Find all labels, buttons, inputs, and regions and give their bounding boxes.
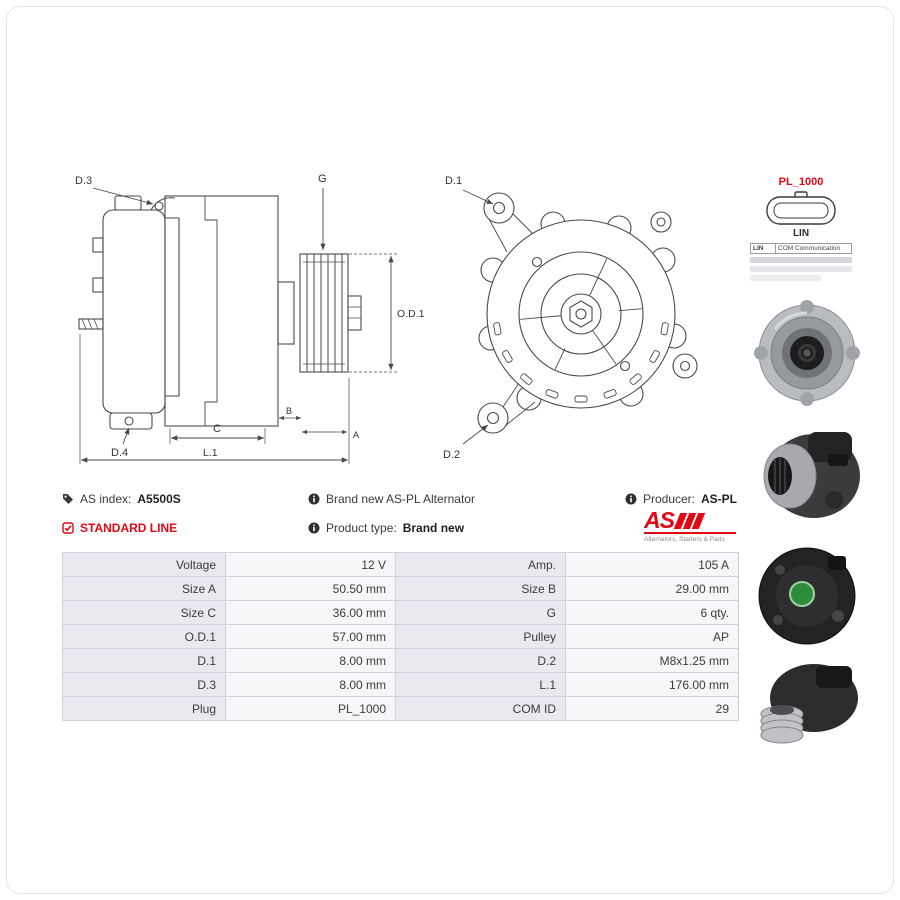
label-od1: O.D.1: [397, 308, 425, 320]
label-d1: D.1: [445, 175, 462, 187]
spec-label: D.1: [62, 648, 226, 673]
alternator-front-body: [477, 192, 698, 434]
label-c: C: [213, 423, 221, 435]
spec-value: PL_1000: [225, 696, 396, 721]
spec-label: Voltage: [62, 552, 226, 577]
table-row: Plug PL_1000 COM ID 29: [62, 696, 739, 721]
plug-grayed-row: [750, 275, 822, 281]
front-dimension-lines: [462, 189, 494, 445]
as-index-value: A5500S: [137, 492, 181, 506]
spec-label: L.1: [395, 672, 566, 697]
tag-icon: [62, 493, 74, 505]
as-index-label: AS index:: [80, 492, 132, 506]
standard-line: STANDARD LINE: [62, 521, 177, 535]
product-photo-1: [750, 294, 864, 417]
spec-value: 29.00 mm: [565, 576, 739, 601]
label-a: A: [353, 430, 359, 440]
logo-tagline: Alternators, Starters & Parts: [644, 536, 725, 543]
side-dimension-labels: D.3 G O.D.1 D.4 C B A L.1: [75, 173, 425, 459]
plug-pin-label: LIN: [792, 228, 810, 239]
info-icon: [308, 493, 320, 505]
side-view-diagram: D.3 G O.D.1 D.4 C B A L.1: [75, 173, 425, 464]
logo-underline: [644, 532, 736, 534]
label-d3: D.3: [75, 175, 92, 187]
as-pl-logo: AS Alternators, Starters & Parts: [644, 507, 740, 543]
spec-value: 8.00 mm: [225, 672, 396, 697]
spec-value: M8x1.25 mm: [565, 648, 739, 673]
logo-stripes-icon: [673, 513, 706, 529]
producer-value: AS-PL: [701, 492, 737, 506]
product-type-label: Product type:: [326, 521, 397, 535]
check-icon: [62, 522, 74, 534]
spec-value: 176.00 mm: [565, 672, 739, 697]
spec-label: D.2: [395, 648, 566, 673]
plug-pin-cell: LIN: [750, 243, 776, 254]
front-dimension-labels: D.1 D.2: [443, 175, 462, 461]
label-g: G: [318, 173, 327, 185]
plug-pin-row: LIN COM Communication: [750, 243, 852, 254]
info-icon: [625, 493, 637, 505]
logo-text: AS: [644, 507, 675, 533]
label-b: B: [286, 406, 292, 416]
spec-label: Size C: [62, 600, 226, 625]
plug-grayed-row: [750, 266, 852, 272]
spec-label: O.D.1: [62, 624, 226, 649]
producer: Producer: AS-PL: [625, 492, 737, 506]
spec-value: 105 A: [565, 552, 739, 577]
spec-value: 36.00 mm: [225, 600, 396, 625]
spec-value: 12 V: [225, 552, 396, 577]
spec-label: Size B: [395, 576, 566, 601]
table-row: Size A 50.50 mm Size B 29.00 mm: [62, 576, 739, 601]
front-view-diagram: D.1 D.2: [443, 175, 698, 461]
spec-label: Plug: [62, 696, 226, 721]
plug-connector-icon: [766, 191, 836, 225]
plug-desc-cell: COM Communication: [775, 243, 852, 254]
table-row: D.1 8.00 mm D.2 M8x1.25 mm: [62, 648, 739, 673]
table-row: O.D.1 57.00 mm Pulley AP: [62, 624, 739, 649]
label-l1: L.1: [203, 447, 218, 459]
spec-label: Size A: [62, 576, 226, 601]
spec-value: 50.50 mm: [225, 576, 396, 601]
product-type-value: Brand new: [402, 521, 465, 535]
spec-label: Amp.: [395, 552, 566, 577]
spec-table: Voltage 12 V Amp. 105 A Size A 50.50 mm …: [62, 552, 739, 721]
spec-value: 6 qty.: [565, 600, 739, 625]
brand-new-note: Brand new AS-PL Alternator: [308, 492, 475, 506]
spec-label: Pulley: [395, 624, 566, 649]
producer-label: Producer:: [642, 492, 695, 506]
info-icon: [308, 522, 320, 534]
product-photo-4: [750, 658, 864, 755]
brand-new-text: Brand new AS-PL Alternator: [326, 492, 475, 506]
standard-line-label: STANDARD LINE: [80, 521, 178, 535]
plug-pin-table: LIN COM Communication: [750, 243, 852, 254]
product-photo-2: [750, 416, 864, 539]
label-d2: D.2: [443, 449, 460, 461]
spec-label: D.3: [62, 672, 226, 697]
label-d4: D.4: [111, 447, 128, 459]
table-row: Size C 36.00 mm G 6 qty.: [62, 600, 739, 625]
spec-value: 29: [565, 696, 739, 721]
plug-panel: PL_1000 LIN LIN COM Communication: [750, 176, 852, 281]
as-index: AS index: A5500S: [62, 492, 181, 506]
spec-value: 57.00 mm: [225, 624, 396, 649]
product-photo-3: [750, 538, 864, 659]
table-row: D.3 8.00 mm L.1 176.00 mm: [62, 672, 739, 697]
spec-value: 8.00 mm: [225, 648, 396, 673]
plug-name: PL_1000: [778, 176, 824, 188]
plug-grayed-row: [750, 257, 852, 263]
table-row: Voltage 12 V Amp. 105 A: [62, 552, 739, 577]
dimension-lines: [79, 187, 397, 464]
spec-label: G: [395, 600, 566, 625]
alternator-side-body: [78, 195, 362, 430]
spec-value: AP: [565, 624, 739, 649]
product-type: Product type: Brand new: [308, 521, 464, 535]
spec-label: COM ID: [395, 696, 566, 721]
